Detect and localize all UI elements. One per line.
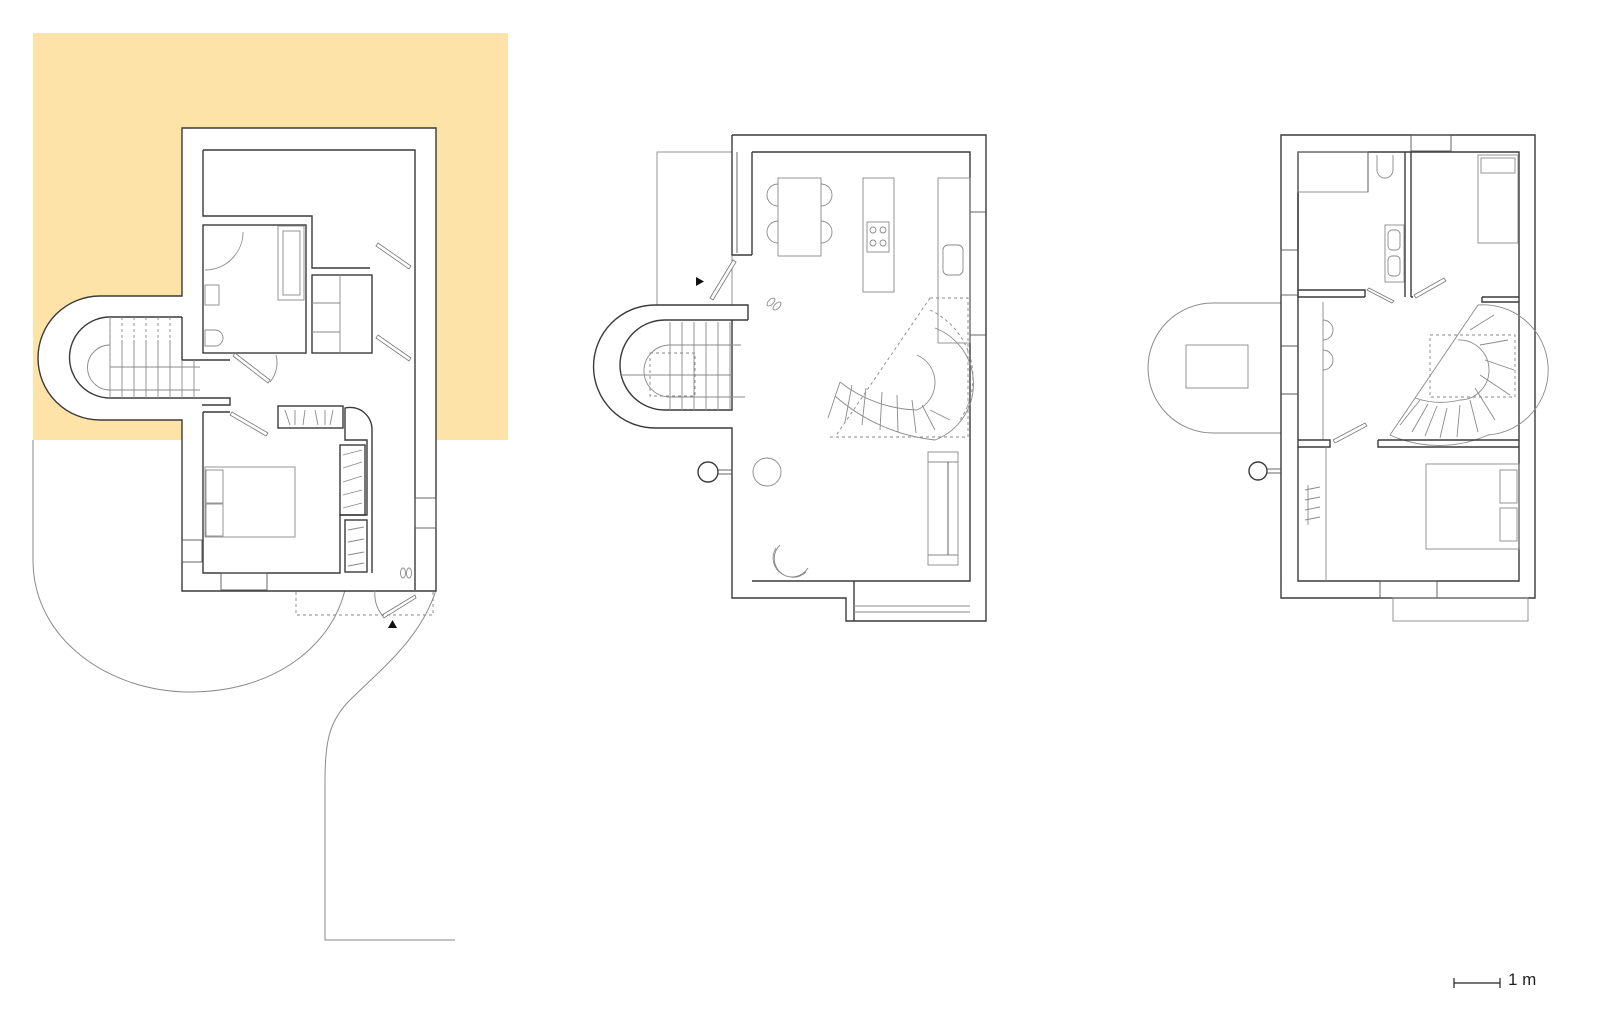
wardrobe-top — [277, 405, 344, 429]
stairs — [87, 317, 200, 398]
window — [414, 497, 437, 529]
door — [375, 334, 412, 362]
stairs — [620, 322, 745, 410]
bed-single — [1477, 154, 1519, 244]
stair-core-wall — [68, 316, 231, 406]
wardrobe-low — [344, 519, 368, 573]
terrace-outline — [1147, 302, 1281, 434]
side-table — [752, 457, 782, 487]
spiral-stairs — [827, 297, 974, 441]
door — [232, 352, 271, 384]
window — [1410, 134, 1452, 152]
toilet — [1376, 155, 1394, 179]
window — [1379, 580, 1438, 599]
bathroom — [202, 224, 307, 354]
toilet — [204, 329, 224, 347]
scale-bar — [1453, 978, 1501, 988]
lamp-post — [697, 461, 719, 483]
double-sink — [1384, 224, 1405, 283]
balcony — [1392, 597, 1529, 622]
bathtub — [277, 225, 305, 301]
kitchen-counter — [937, 177, 971, 344]
bathtub — [1297, 151, 1369, 193]
first-floor-plan — [592, 134, 987, 622]
entry-door — [709, 259, 737, 301]
bed — [204, 466, 296, 538]
window — [181, 539, 203, 563]
ground-floor-plan — [32, 33, 508, 941]
garden-outline — [32, 440, 346, 693]
entry-arrow-icon — [388, 620, 397, 628]
door — [1332, 422, 1368, 444]
wardrobe-side — [339, 444, 366, 516]
door — [229, 411, 269, 437]
spiral-stairs — [1389, 304, 1549, 446]
window — [220, 572, 268, 591]
sink — [942, 244, 964, 276]
closet — [311, 274, 373, 354]
dining-table — [777, 177, 822, 257]
sofa — [927, 451, 959, 566]
scale-bar-label: 1 m — [1508, 970, 1537, 989]
armchair — [772, 544, 809, 578]
door — [1413, 277, 1447, 299]
wardrobe-hangers-icon — [1304, 485, 1321, 525]
table — [1185, 344, 1249, 389]
door — [375, 242, 412, 270]
bed — [1425, 463, 1520, 550]
lamp-post — [1248, 461, 1268, 481]
cooktop — [866, 221, 890, 253]
second-floor-plan — [1147, 134, 1549, 622]
entrance-path — [324, 589, 455, 941]
door — [1366, 287, 1395, 304]
bathroom-wall — [1297, 152, 1412, 298]
entry-arrow-icon — [696, 277, 704, 286]
slippers-icon — [766, 297, 782, 311]
sink — [204, 284, 220, 306]
exterior-wall — [592, 134, 987, 622]
slippers-icon — [400, 567, 412, 579]
exterior-wall — [1280, 134, 1536, 599]
kitchen-island — [862, 177, 895, 293]
storage-room — [202, 149, 416, 590]
entry-door — [381, 594, 417, 619]
shower — [204, 231, 244, 271]
